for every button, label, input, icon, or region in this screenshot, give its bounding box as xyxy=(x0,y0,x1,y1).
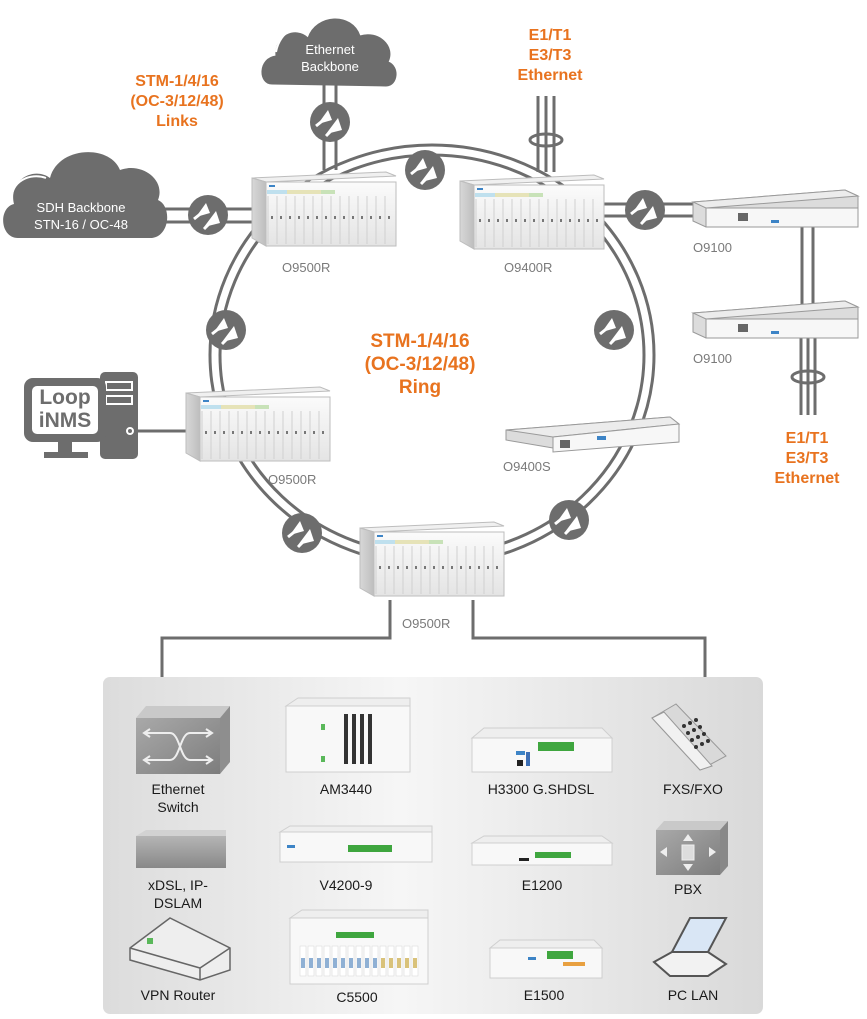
nms-label-line: Loop xyxy=(39,386,91,409)
device-label-fxs-fxo: FXS/FXO xyxy=(663,781,723,797)
node-label-left: O9500R xyxy=(268,472,317,487)
vpn-router-icon xyxy=(129,917,231,981)
optical-link-symbol-icon xyxy=(310,102,350,142)
annotation-line: Links xyxy=(156,113,198,130)
annotation-line: (OC-3/12/48) xyxy=(130,93,224,110)
am3440-chassis-icon xyxy=(284,697,411,773)
device-label-pc-lan: PC LAN xyxy=(667,987,719,1003)
optical-link-symbol-icon xyxy=(405,150,445,190)
tributary-bundle-top xyxy=(528,96,564,172)
cloud-label-line: Ethernet xyxy=(305,42,355,57)
node-label-top-left: O9500R xyxy=(282,260,331,275)
optical-link-symbol-icon xyxy=(594,310,634,350)
device-label-line: xDSL, IP- xyxy=(148,877,208,893)
cloud-label-line: Backbone xyxy=(301,59,359,74)
ethernet-switch-icon xyxy=(136,706,230,774)
c5500-chassis-icon xyxy=(288,909,429,985)
optical-link-symbol-icon xyxy=(282,513,322,553)
annotation-line: (OC-3/12/48) xyxy=(364,354,476,375)
ring-node-devices xyxy=(185,171,605,597)
o9500r-left-rack xyxy=(185,386,331,462)
laptop-icon xyxy=(652,917,728,977)
device-label-line: DSLAM xyxy=(153,895,203,911)
loop-inms-label: Loop iNMS xyxy=(32,386,98,432)
telephone-icon xyxy=(651,703,727,771)
cloud-label-line: SDH Backbone xyxy=(36,200,126,215)
tributaries-right-annotation: E1/T1 E3/T3 Ethernet xyxy=(757,429,857,489)
node-label-bottom: O9500R xyxy=(402,616,451,631)
device-label-pbx: PBX xyxy=(673,881,702,897)
device-label-e1500: E1500 xyxy=(523,987,565,1003)
optical-link-symbol-icon xyxy=(549,500,589,540)
h3300-modem-icon xyxy=(470,727,614,773)
sdh-backbone-cloud xyxy=(3,152,168,238)
node-label-top-right: O9400R xyxy=(504,260,553,275)
device-label-am3440: AM3440 xyxy=(319,781,373,797)
o9400r-rack xyxy=(459,174,605,250)
device-label-vpn-router: VPN Router xyxy=(140,987,216,1003)
device-label-h3300: H3300 G.SHDSL xyxy=(487,781,595,797)
optical-link-symbol-icon xyxy=(206,310,246,350)
o9500r-top-left-rack xyxy=(251,171,397,247)
o9100-unit-2 xyxy=(691,300,860,339)
chain-node-label-1: O9100 xyxy=(693,240,733,255)
device-label-line: Switch xyxy=(157,799,199,815)
o9100-chain-link xyxy=(790,225,826,415)
annotation-line: E3/T3 xyxy=(785,450,829,467)
device-label-c5500: C5500 xyxy=(336,989,378,1005)
nms-label-line: iNMS xyxy=(38,409,92,432)
dslam-box-icon xyxy=(136,830,226,868)
annotation-line: STM-1/4/16 xyxy=(370,331,470,352)
node-label-right: O9400S xyxy=(503,459,551,474)
annotation-line: STM-1/4/16 xyxy=(135,73,219,90)
annotation-line: Ring xyxy=(398,377,442,398)
tributaries-top-annotation: E1/T1 E3/T3 Ethernet xyxy=(500,26,600,86)
ring-annotation: STM-1/4/16 (OC-3/12/48) Ring xyxy=(340,330,500,399)
optical-link-symbol-icon xyxy=(625,190,665,230)
device-label-v4200: V4200-9 xyxy=(319,877,373,893)
access-distribution-lines xyxy=(160,600,707,680)
optical-link-symbols xyxy=(188,102,665,553)
ethernet-backbone-cloud xyxy=(261,18,397,87)
o9100-unit-1 xyxy=(691,189,860,228)
annotation-line: E1/T1 xyxy=(528,27,572,44)
annotation-line: Ethernet xyxy=(774,470,840,487)
device-label-ethernet-switch: Ethernet Switch xyxy=(128,780,228,816)
ethernet-backbone-label: Ethernet Backbone xyxy=(282,41,378,75)
device-label-e1200: E1200 xyxy=(521,877,563,893)
optical-link-symbol-icon xyxy=(188,195,228,235)
v4200-unit-icon xyxy=(278,825,433,863)
device-label-xdsl: xDSL, IP- DSLAM xyxy=(128,876,228,912)
pbx-cube-icon xyxy=(656,821,728,875)
links-annotation: STM-1/4/16 (OC-3/12/48) Links xyxy=(112,72,242,132)
device-label-line: Ethernet xyxy=(151,781,205,797)
annotation-line: E3/T3 xyxy=(528,47,572,64)
e1200-unit-icon xyxy=(470,835,614,866)
chain-node-label-2: O9100 xyxy=(693,351,733,366)
sdh-backbone-label: SDH Backbone STN-16 / OC-48 xyxy=(6,199,156,233)
o9500r-bottom-rack xyxy=(359,521,505,597)
annotation-line: E1/T1 xyxy=(785,430,829,447)
cloud-label-line: STN-16 / OC-48 xyxy=(34,217,128,232)
annotation-line: Ethernet xyxy=(517,67,583,84)
e1500-unit-icon xyxy=(488,939,604,979)
loop-inms-computer-icon xyxy=(24,372,138,459)
o9400s-unit xyxy=(505,416,681,453)
